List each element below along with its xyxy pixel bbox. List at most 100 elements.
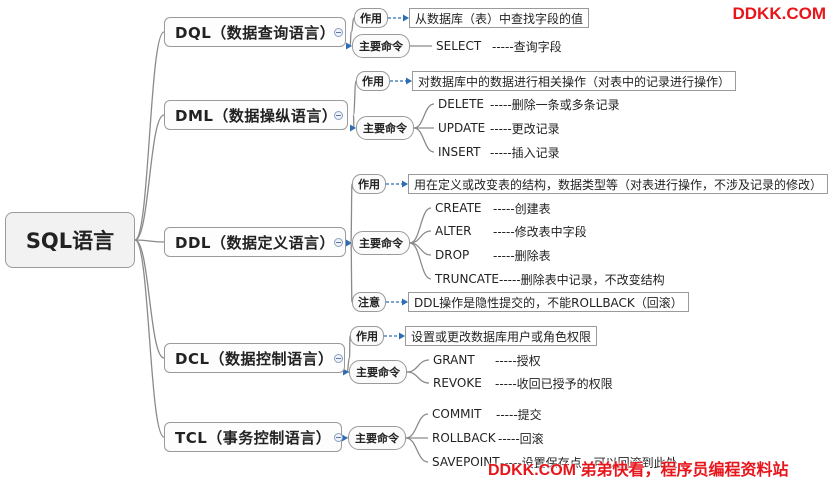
command-item: REVOKE -----收回已授予的权限 [433,373,613,393]
tag-label: 注意 [358,296,380,309]
command-keyword: COMMIT [432,407,482,421]
category-title: DQL（数据查询语言） [175,23,336,42]
command-description: -----删除表 [493,248,551,263]
purpose-label: 从数据库（表）中查找字段的值 [415,11,584,26]
category-branch-line [352,114,355,129]
command-keyword: TRUNCATE [435,272,499,286]
command-item: ALTER -----修改表中字段 [435,221,587,241]
command-keyword: SELECT [436,39,482,53]
link-arrow [343,368,349,376]
command-description: -----回滚 [498,431,544,446]
command-description: -----修改表中字段 [493,224,587,239]
category-title: DML（数据操纵语言） [175,106,338,125]
root-label: SQL语言 [25,229,115,253]
purpose-label: 设置或更改数据库用户或角色权限 [411,329,592,344]
category-branch-line [352,80,357,116]
tag-purpose: 作用 [352,174,386,194]
tag-main-commands: 主要命令 [356,116,414,140]
tag-main-commands: 主要命令 [352,231,410,255]
tag-main-commands: 主要命令 [348,426,406,450]
command-keyword: ALTER [435,224,472,238]
category-title: DCL（数据控制语言） [175,349,334,368]
purpose-text: 对数据库中的数据进行相关操作（对表中的记录进行操作） [412,71,737,91]
command-branch-line [409,242,432,280]
command-keyword: SAVEPOINT [432,455,500,469]
tag-label: 作用 [358,178,380,191]
tag-label: 作用 [356,330,378,343]
tag-label: 作用 [360,12,382,25]
link-arrow [350,124,356,132]
category-dml[interactable]: DML（数据操纵语言） [164,100,349,130]
watermark-bottom: DDKK.COM 弟弟快看，程序员编程资料站 [488,462,789,478]
purpose-label: 用在定义或改变表的结构，数据类型等（对表进行操作，不涉及记录的修改） [414,177,823,192]
collapse-toggle[interactable] [334,238,343,247]
command-description: -----提交 [496,407,542,422]
command-branch-line [405,437,429,463]
category-tcl[interactable]: TCL（事务控制语言） [164,422,343,452]
command-branch-line [409,207,432,244]
command-keyword: GRANT [433,353,475,367]
category-dql[interactable]: DQL（数据查询语言） [164,17,347,47]
link-arrow [402,298,408,306]
tag-note: 注意 [352,292,386,312]
command-branch-line [413,127,435,153]
tag-label: 主要命令 [359,40,403,53]
command-keyword: INSERT [438,145,481,159]
command-branch-line [406,371,430,384]
command-item: ROLLBACK -----回滚 [432,428,544,448]
command-item: CREATE -----创建表 [435,198,551,218]
command-description: -----创建表 [493,201,551,216]
command-description: -----更改记录 [490,121,560,136]
collapse-toggle[interactable] [334,111,343,120]
tag-label: 主要命令 [356,366,400,379]
command-item: GRANT -----授权 [433,350,541,370]
category-ddl[interactable]: DDL（数据定义语言） [164,227,346,257]
collapse-toggle[interactable] [334,28,343,37]
command-item: DELETE -----删除一条或多条记录 [438,94,620,114]
command-description: -----插入记录 [490,145,560,160]
command-keyword: REVOKE [433,376,482,390]
link-arrow [399,332,405,340]
tag-label: 作用 [362,75,384,88]
collapse-toggle[interactable] [334,354,343,363]
command-keyword: DROP [435,248,470,262]
command-description: -----删除一条或多条记录 [490,97,620,112]
root-branch-line [134,31,165,241]
command-branch-line [406,359,430,373]
category-dcl[interactable]: DCL（数据控制语言） [164,343,345,373]
command-item: DROP -----删除表 [435,245,551,265]
command-description: -----查询字段 [492,39,562,54]
tag-main-commands: 主要命令 [352,34,410,58]
command-item: UPDATE -----更改记录 [438,118,560,138]
tag-label: 主要命令 [355,432,399,445]
root-branch-line [134,239,165,243]
link-arrow [402,180,408,188]
command-keyword: DELETE [438,97,485,111]
root-node[interactable]: SQL语言 [5,212,135,268]
category-branch-line [350,241,353,303]
tag-label: 主要命令 [363,122,407,135]
tag-purpose: 作用 [354,8,388,28]
link-arrow [403,14,409,22]
tag-purpose: 作用 [350,326,384,346]
command-keyword: ROLLBACK [432,431,496,445]
purpose-text: 设置或更改数据库用户或角色权限 [405,326,598,346]
link-arrow [342,434,348,442]
root-branch-line [134,239,165,359]
command-item: TRUNCATE -----删除表中记录，不改变结构 [435,269,665,289]
collapse-toggle[interactable] [334,433,343,442]
link-arrow [346,42,352,50]
tag-label: 主要命令 [359,237,403,250]
command-description: -----授权 [495,353,541,368]
link-arrow [406,77,412,85]
root-branch-line [134,239,165,438]
command-description: -----删除表中记录，不改变结构 [499,272,665,287]
command-item: SAVEPOINT -----设置保存点，可以回滚到此处 [432,452,678,472]
tag-purpose: 作用 [356,71,390,91]
command-branch-line [413,103,435,129]
category-title: TCL（事务控制语言） [175,428,332,447]
category-branch-line [350,17,355,33]
note-label: DDL操作是隐性提交的，不能ROLLBACK（回滚） [414,295,683,310]
